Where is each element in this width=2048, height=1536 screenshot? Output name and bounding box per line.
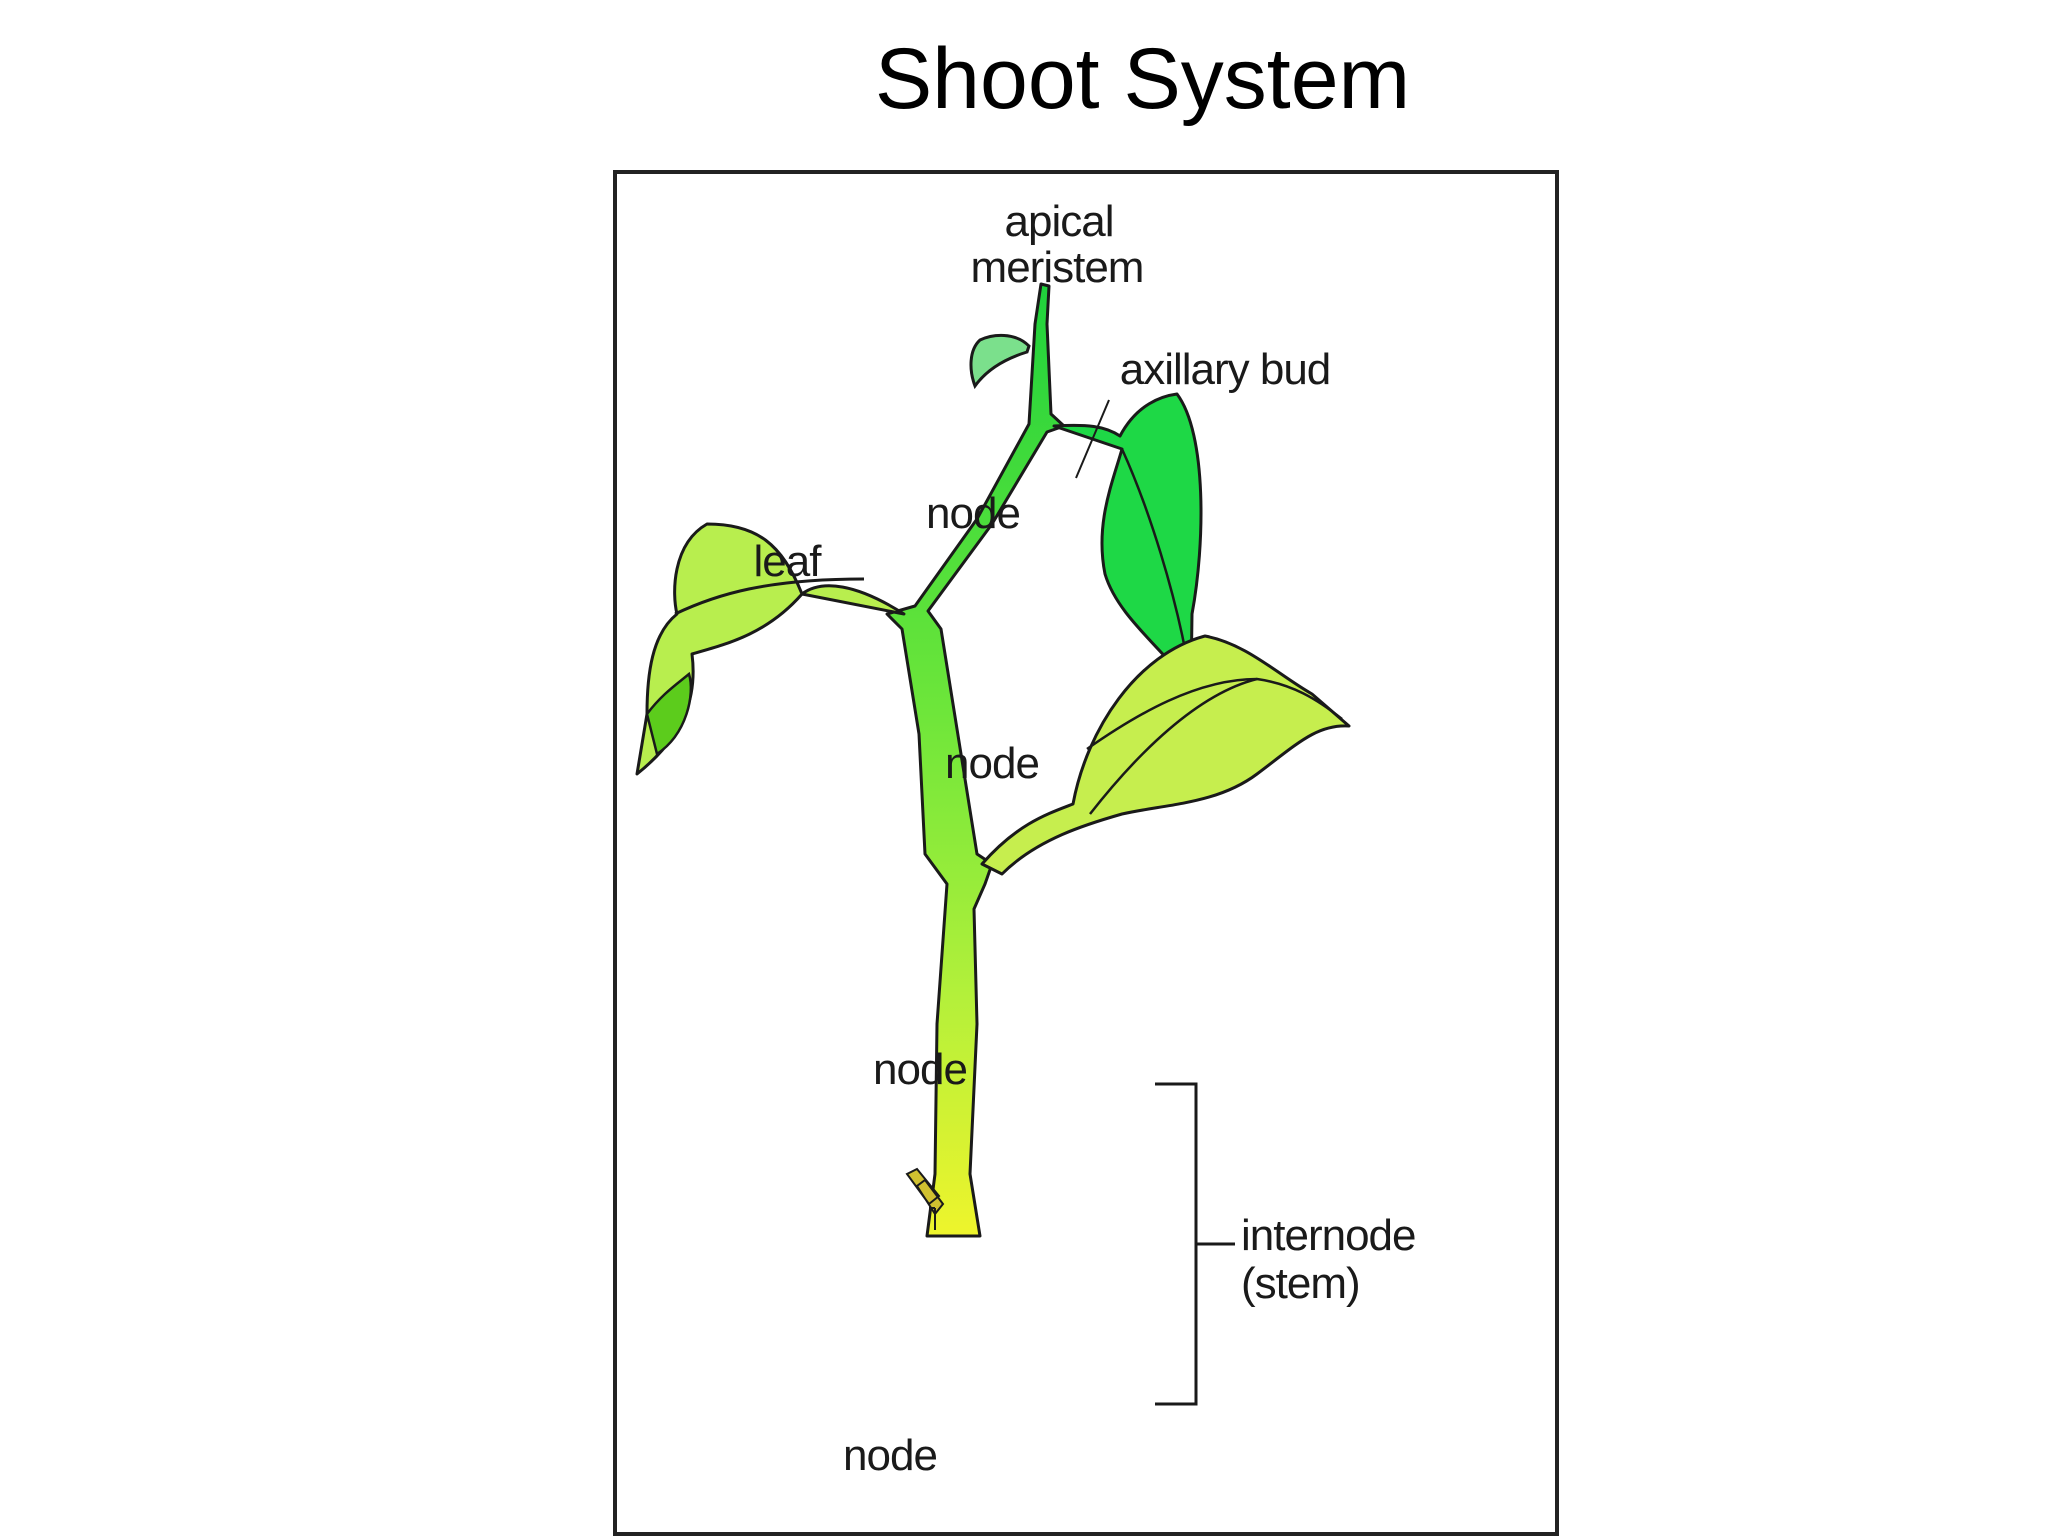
left-leaf-fold bbox=[645, 671, 693, 757]
label-leaf: leaf bbox=[754, 537, 823, 586]
basal-bud bbox=[905, 1167, 945, 1216]
lower-right-leaf bbox=[980, 634, 1351, 876]
apical-leaf bbox=[969, 334, 1031, 390]
diagram-frame: apical meristem axillary bud leaf node n… bbox=[613, 170, 1559, 1536]
axillary-bud-leader bbox=[1075, 399, 1110, 479]
shoot-diagram: apical meristem axillary bud leaf node n… bbox=[635, 197, 1416, 1480]
page-title: Shoot System bbox=[874, 31, 1411, 127]
label-apical-line2: meristem bbox=[971, 243, 1144, 292]
label-node-lower: node bbox=[873, 1045, 967, 1094]
label-node-middle: node bbox=[945, 739, 1039, 788]
upper-right-leaf bbox=[1052, 392, 1203, 688]
label-axillary-bud: axillary bud bbox=[1120, 345, 1331, 394]
left-leaf bbox=[635, 522, 906, 776]
label-node-bottom: node bbox=[843, 1431, 937, 1480]
label-apical-line1: apical bbox=[1005, 197, 1114, 246]
internode-bracket bbox=[1155, 1082, 1235, 1406]
label-node-upper: node bbox=[926, 489, 1020, 538]
label-internode-line1: internode bbox=[1241, 1211, 1415, 1260]
label-internode-line2: (stem) bbox=[1241, 1259, 1360, 1308]
